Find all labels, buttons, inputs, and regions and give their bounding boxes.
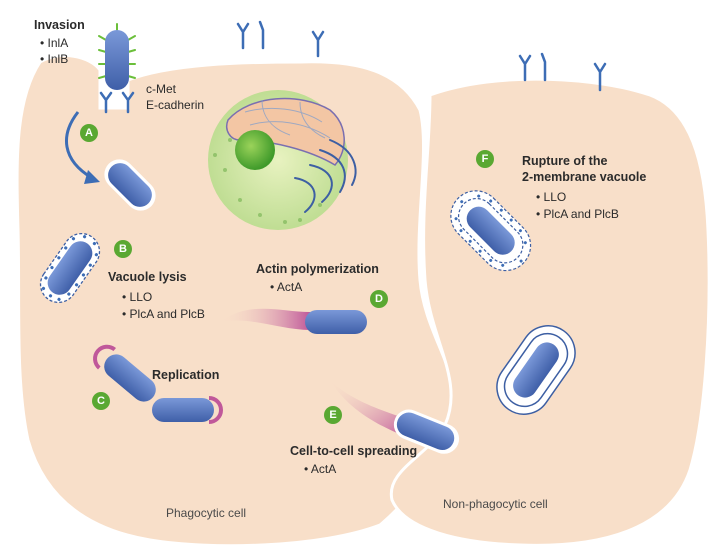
replicating-bacteria <box>93 344 223 424</box>
double-membrane-vacuole-rupture <box>450 190 532 272</box>
step-badge-e: E <box>324 406 342 424</box>
step-badge-b: B <box>114 240 132 258</box>
invasion-item-inlb: InlB <box>40 52 69 67</box>
invasion-title: Invasion <box>34 18 85 32</box>
vacuole-lysis <box>39 232 101 304</box>
rupture-item-plc: PlcA and PlcB <box>536 207 619 222</box>
invasion-item-inla: InlA <box>40 36 69 51</box>
step-badge-a: A <box>80 124 98 142</box>
cell-to-cell-spreading <box>330 380 460 454</box>
vacuole-lysis-item-llo: LLO <box>122 290 153 305</box>
phagocytic-cell-label: Phagocytic cell <box>166 506 247 520</box>
internalized-bacterium <box>104 159 156 211</box>
cell-spreading-title: Cell-to-cell spreading <box>290 444 418 458</box>
double-membrane-vacuole <box>496 325 576 415</box>
actin-polymerization <box>220 308 367 334</box>
invasion-arrowhead <box>84 170 100 184</box>
replication-title: Replication <box>152 368 220 382</box>
invading-bacterium <box>98 23 136 114</box>
vacuole-lysis-item-plc: PlcA and PlcB <box>122 307 205 322</box>
receptor-label-cmet: c-Met <box>146 82 176 96</box>
rupture-item-llo: LLO <box>536 190 567 205</box>
receptor-label-ecadherin: E-cadherin <box>146 98 205 112</box>
receptor-group-top-left <box>236 20 325 58</box>
rupture-title-line2: 2-membrane vacuole <box>522 170 647 184</box>
step-badge-d: D <box>370 290 388 308</box>
rupture-title-line1: Rupture of the <box>522 154 608 168</box>
actin-polymerization-title: Actin polymerization <box>256 262 379 276</box>
non-phagocytic-cell <box>389 77 711 547</box>
vacuole-lysis-title: Vacuole lysis <box>108 270 187 284</box>
nucleus <box>208 90 357 230</box>
non-phagocytic-cell-label: Non-phagocytic cell <box>443 497 548 511</box>
step-badge-c: C <box>92 392 110 410</box>
step-badge-f: F <box>476 150 494 168</box>
invasion-arrow <box>65 111 93 180</box>
actin-polymerization-item-acta: ActA <box>270 280 302 295</box>
receptor-group-top-right <box>518 52 607 92</box>
cell-spreading-item-acta: ActA <box>304 462 336 477</box>
